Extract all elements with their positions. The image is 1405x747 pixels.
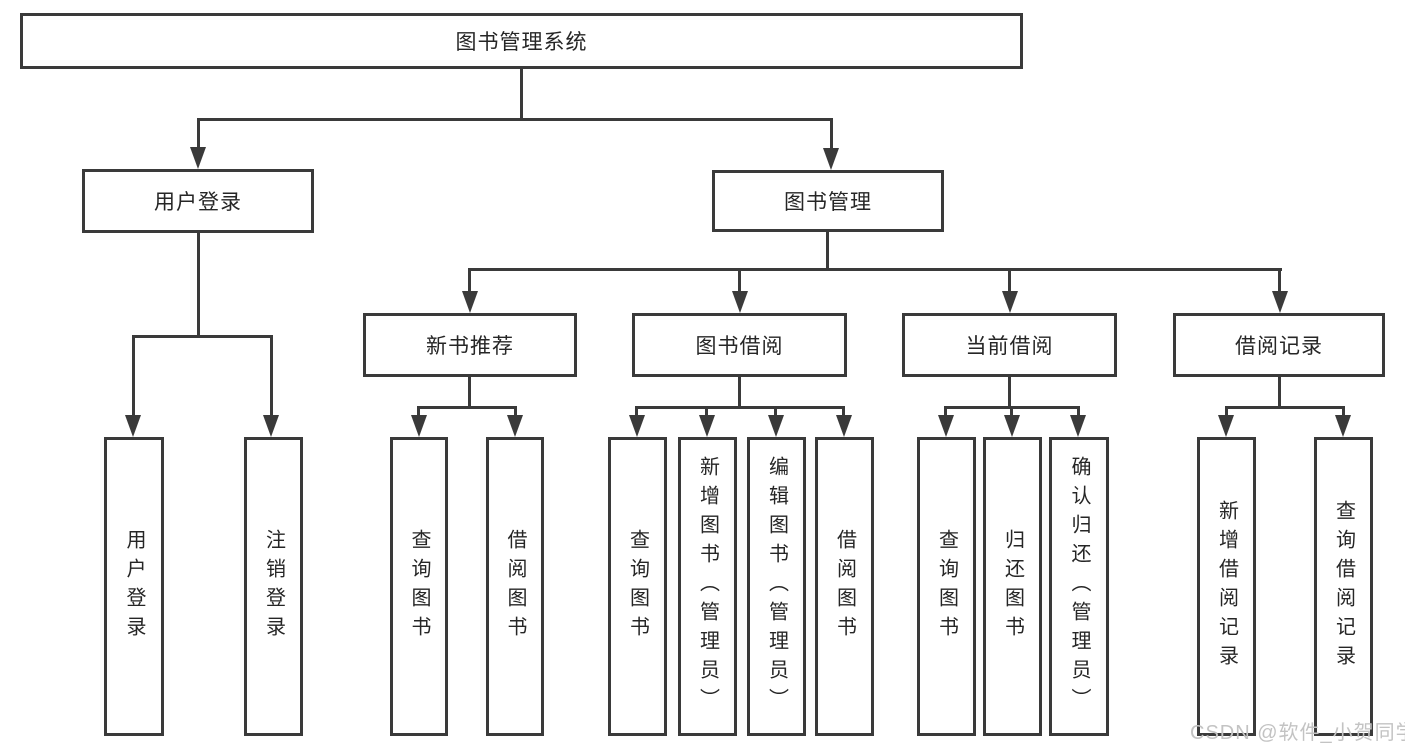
connector-line [635, 406, 638, 418]
arrow-down-icon [1004, 415, 1020, 437]
node-library-management-system: 图书管理系统 [20, 13, 1023, 69]
leaf-logout: 注销登录 [244, 437, 303, 736]
arrow-down-icon [938, 415, 954, 437]
connector-line [705, 406, 708, 418]
arrow-down-icon [823, 148, 839, 170]
arrow-down-icon [1335, 415, 1351, 437]
connector-line [270, 335, 273, 417]
leaf-add-borrow-record: 新增借阅记录 [1197, 437, 1256, 736]
node-label: 归还图书 [1001, 528, 1024, 645]
leaf-query-books-recommend: 查询图书 [390, 437, 448, 736]
node-label: 借阅图书 [833, 528, 856, 645]
connector-line [468, 268, 471, 294]
node-user-login: 用户登录 [82, 169, 314, 233]
arrow-down-icon [125, 415, 141, 437]
connector-line [197, 233, 200, 337]
node-new-book-recommendation: 新书推荐 [363, 313, 577, 377]
arrow-down-icon [768, 415, 784, 437]
node-label: 用户登录 [154, 191, 242, 214]
arrow-down-icon [732, 291, 748, 313]
connector-line [738, 377, 741, 408]
connector-line [1010, 406, 1013, 418]
connector-line [417, 406, 420, 418]
connector-line [826, 232, 829, 270]
leaf-confirm-return-admin: 确认归还（管理员） [1049, 437, 1109, 736]
connector-line [842, 406, 845, 418]
node-label: 确认归还（管理员） [1068, 456, 1090, 717]
node-label: 注销登录 [262, 528, 285, 645]
connector-line [1008, 377, 1011, 408]
node-label: 新书推荐 [426, 335, 514, 358]
node-label: 查询图书 [408, 528, 430, 645]
connector-line [944, 406, 947, 418]
csdn-watermark: CSDN @软件_小贺同学 [1190, 722, 1405, 744]
connector-line [1278, 268, 1281, 294]
arrow-down-icon [411, 415, 427, 437]
arrow-down-icon [190, 147, 206, 169]
arrow-down-icon [1070, 415, 1086, 437]
node-book-borrowing: 图书借阅 [632, 313, 847, 377]
node-label: 图书管理系统 [455, 31, 588, 54]
node-label: 查询图书 [626, 528, 649, 645]
connector-line [1225, 406, 1228, 418]
connector-line [830, 118, 833, 150]
connector-line [197, 118, 833, 121]
leaf-query-borrow-record: 查询借阅记录 [1314, 437, 1373, 736]
leaf-add-books-admin: 新增图书（管理员） [678, 437, 737, 736]
arrow-down-icon [699, 415, 715, 437]
leaf-borrow-books-recommend: 借阅图书 [486, 437, 544, 736]
connector-line [520, 69, 523, 120]
connector-line [417, 406, 517, 409]
connector-line [1077, 406, 1080, 418]
node-label: 新增图书（管理员） [696, 456, 719, 717]
connector-line [774, 406, 777, 418]
node-label: 图书借阅 [695, 335, 784, 358]
arrow-down-icon [462, 291, 478, 313]
connector-line [1278, 377, 1281, 408]
arrow-down-icon [1272, 291, 1288, 313]
arrow-down-icon [507, 415, 523, 437]
node-label: 用户登录 [123, 528, 145, 645]
connector-line [1342, 406, 1345, 418]
connector-line [197, 118, 200, 150]
connector-line [468, 268, 1282, 271]
node-label: 编辑图书（管理员） [765, 456, 788, 717]
leaf-return-books: 归还图书 [983, 437, 1042, 736]
leaf-user-login: 用户登录 [104, 437, 164, 736]
arrow-down-icon [629, 415, 645, 437]
node-current-borrowing: 当前借阅 [902, 313, 1117, 377]
node-label: 查询图书 [935, 528, 958, 645]
arrow-down-icon [836, 415, 852, 437]
connector-line [1008, 268, 1011, 294]
connector-line [635, 406, 845, 409]
arrow-down-icon [1218, 415, 1234, 437]
node-label: 新增借阅记录 [1215, 499, 1238, 674]
connector-line [738, 268, 741, 294]
node-label: 图书管理 [784, 191, 872, 214]
node-label: 借阅记录 [1235, 335, 1323, 358]
leaf-query-books-current: 查询图书 [917, 437, 976, 736]
leaf-query-books-borrowing: 查询图书 [608, 437, 667, 736]
arrow-down-icon [263, 415, 279, 437]
node-book-management: 图书管理 [712, 170, 944, 232]
connector-line [132, 335, 273, 338]
node-label: 借阅图书 [504, 528, 526, 645]
connector-line [468, 377, 471, 408]
node-label: 查询借阅记录 [1332, 499, 1355, 674]
connector-line [132, 335, 135, 417]
arrow-down-icon [1002, 291, 1018, 313]
node-label: 当前借阅 [965, 335, 1054, 358]
node-borrowing-records: 借阅记录 [1173, 313, 1385, 377]
leaf-borrow-books-borrowing: 借阅图书 [815, 437, 874, 736]
connector-line [1225, 406, 1345, 409]
connector-line [514, 406, 517, 418]
leaf-edit-books-admin: 编辑图书（管理员） [747, 437, 806, 736]
